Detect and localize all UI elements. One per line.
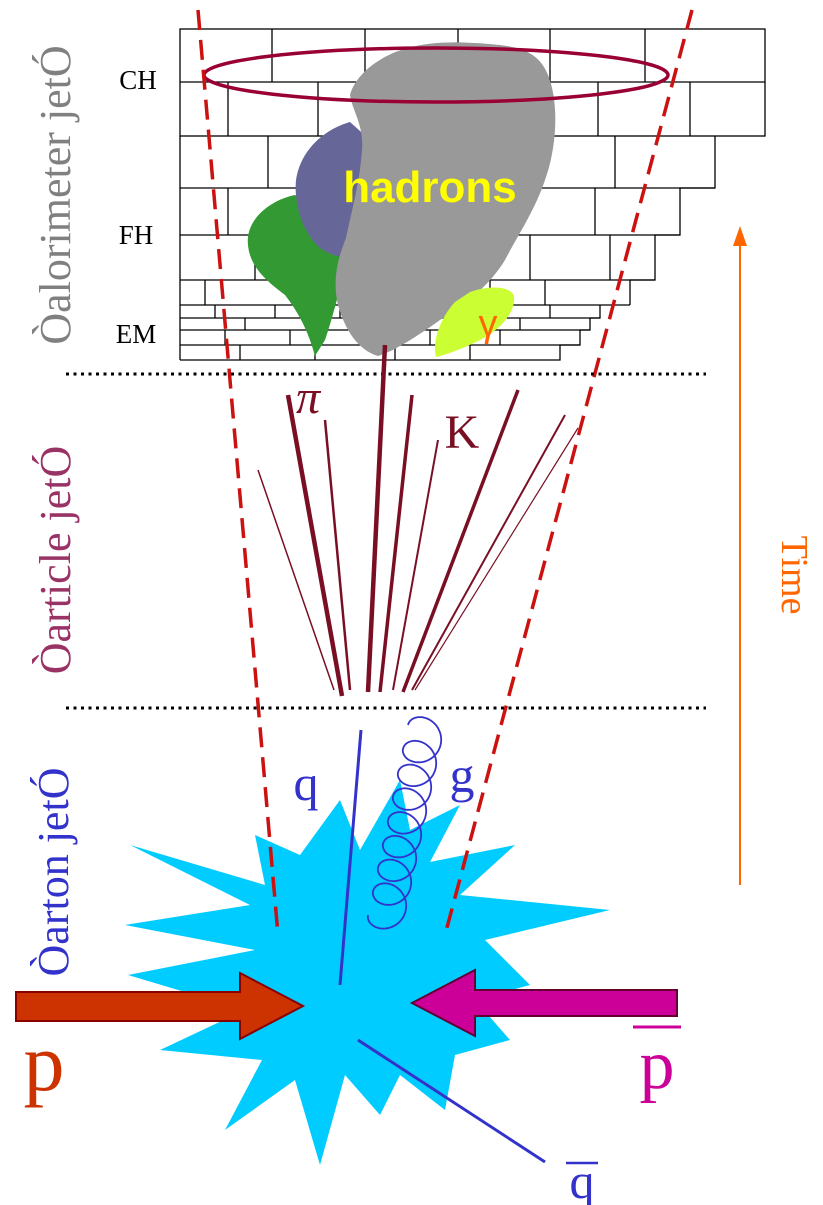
gamma-label: γ — [479, 303, 498, 345]
layer-label-em: EM — [116, 319, 157, 349]
gamma-deposit — [434, 287, 515, 357]
collision-burst — [125, 780, 610, 1165]
kaon-label: K — [445, 406, 480, 459]
layer-label-ch: CH — [119, 65, 157, 95]
pi-label: π — [296, 371, 322, 424]
stage-separators — [66, 372, 706, 710]
parton-lines — [338, 716, 546, 1164]
antiquark-label: q — [570, 1153, 595, 1205]
hadrons-deposit — [335, 42, 556, 357]
stage-label-parton: Òarton jetÓ — [29, 768, 78, 977]
stage-label-particle: Òarticle jetÓ — [31, 446, 80, 674]
jet-cone-lines — [196, 9, 694, 936]
time-label: Time — [773, 536, 815, 615]
stage-label-calorimeter: Òalorimeter jetÓ — [31, 45, 80, 344]
proton-arrow — [15, 971, 306, 1041]
antiproton-label: p — [640, 1027, 675, 1104]
gluon-coil — [366, 716, 443, 930]
proton-label: p — [24, 1017, 65, 1108]
quark-label: q — [294, 755, 319, 811]
gluon-label: g — [450, 747, 475, 803]
layer-label-fh: FH — [119, 220, 154, 250]
hadrons-label: hadrons — [343, 163, 517, 212]
particle-tracks — [257, 344, 579, 697]
antiproton-arrow — [409, 968, 678, 1038]
time-arrow — [733, 226, 747, 885]
